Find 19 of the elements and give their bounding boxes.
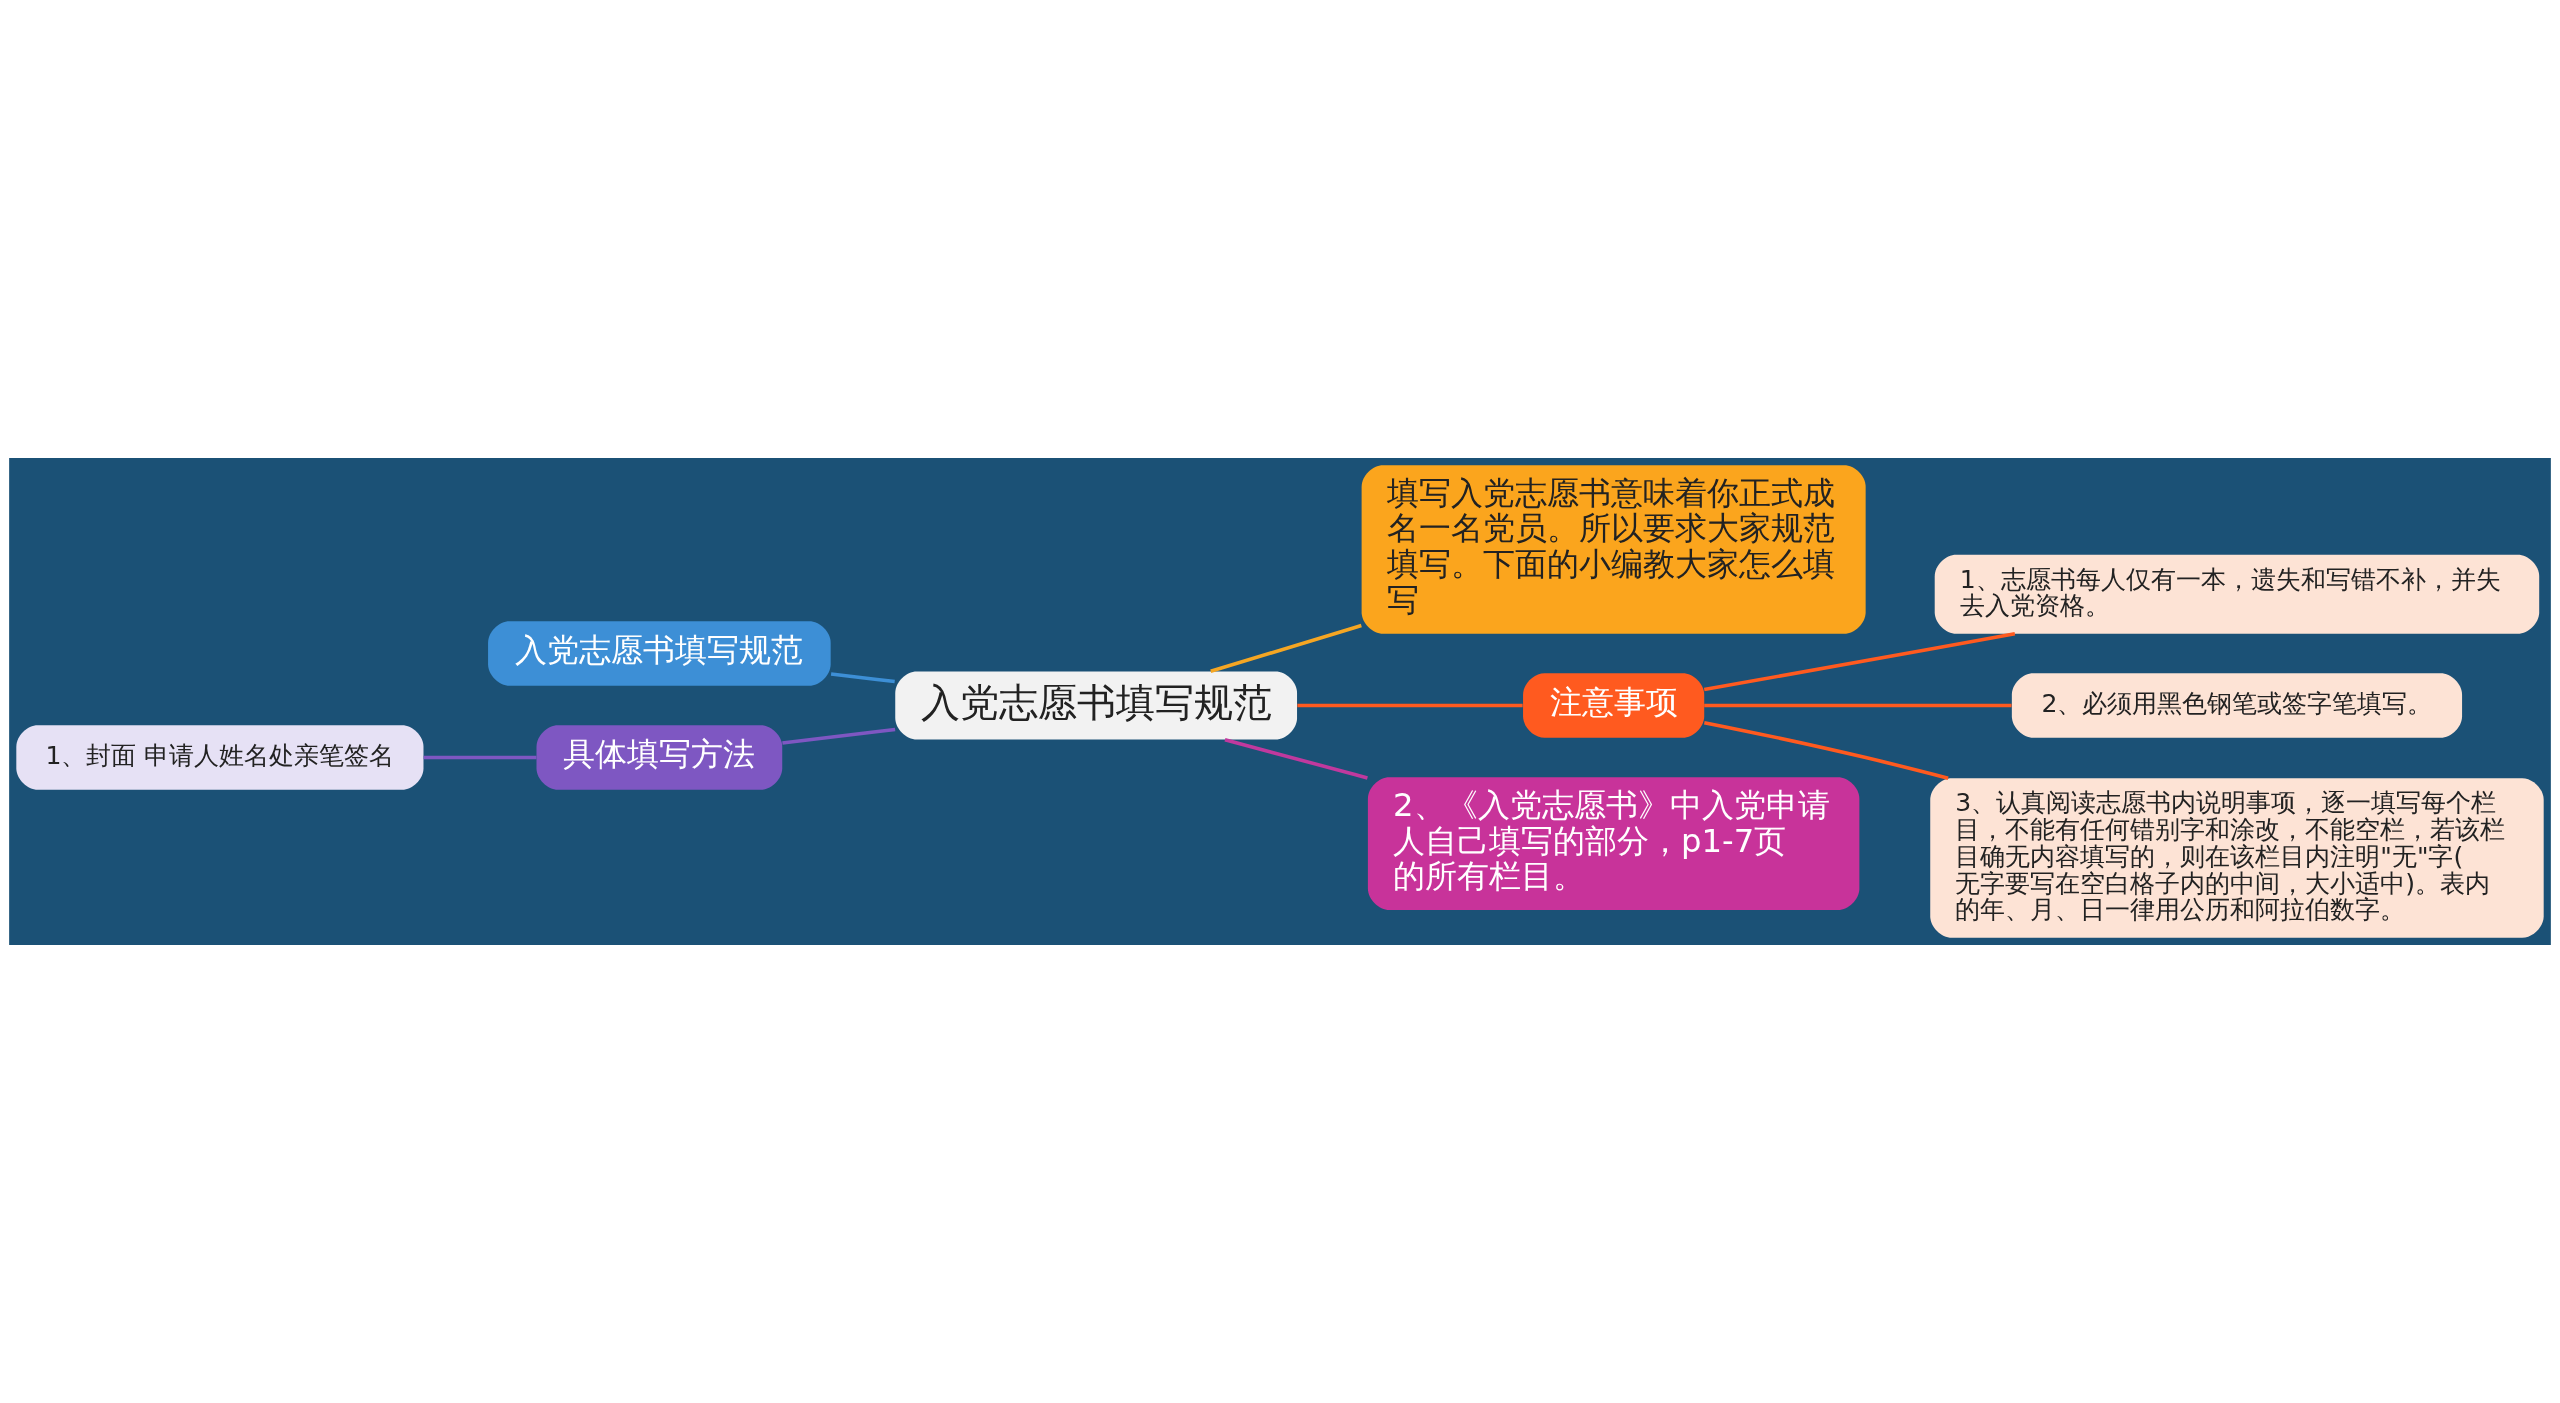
connector	[1297, 703, 1523, 708]
connector	[830, 672, 895, 684]
node-box: 2、必须用黑色钢笔或签字笔填写。	[2011, 673, 2463, 738]
node-box: 填写入党志愿书意味着你正式成名一名党员。所以要求大家规范填写。下面的小编教大家怎么填写	[1361, 465, 1866, 634]
node-box: 具体填写方法	[536, 725, 783, 790]
connector	[1703, 720, 1949, 780]
connector	[1704, 703, 2012, 708]
node-box: 入党志愿书填写规范	[895, 671, 1298, 740]
connector	[423, 755, 537, 760]
node-box: 1、志愿书每人仅有一本，遗失和写错不补，并失去入党资格。	[1934, 554, 2540, 634]
node-box: 2、《入党志愿书》中入党申请人自己填写的部分，p1-7页的所有栏目。	[1367, 777, 1860, 910]
node-box: 注意事项	[1523, 673, 1705, 738]
connector	[1210, 623, 1362, 673]
connector	[1703, 632, 2016, 692]
node-box: 3、认真阅读志愿书内说明事项，逐一填写每个栏目，不能有任何错别字和涂改，不能空栏，若该栏目确无内容填写的，则在该栏目内注明"无"字(无字要写在空白格子内的中间，大小适中)。表内的年、月、日一律用公历和阿拉伯数字。	[1930, 778, 2544, 938]
node-box: 入党志愿书填写规范	[488, 621, 831, 686]
node-box: 1、封面 申请人姓名处亲笔签名	[16, 725, 424, 790]
connector	[782, 727, 896, 745]
connector	[1224, 737, 1368, 780]
